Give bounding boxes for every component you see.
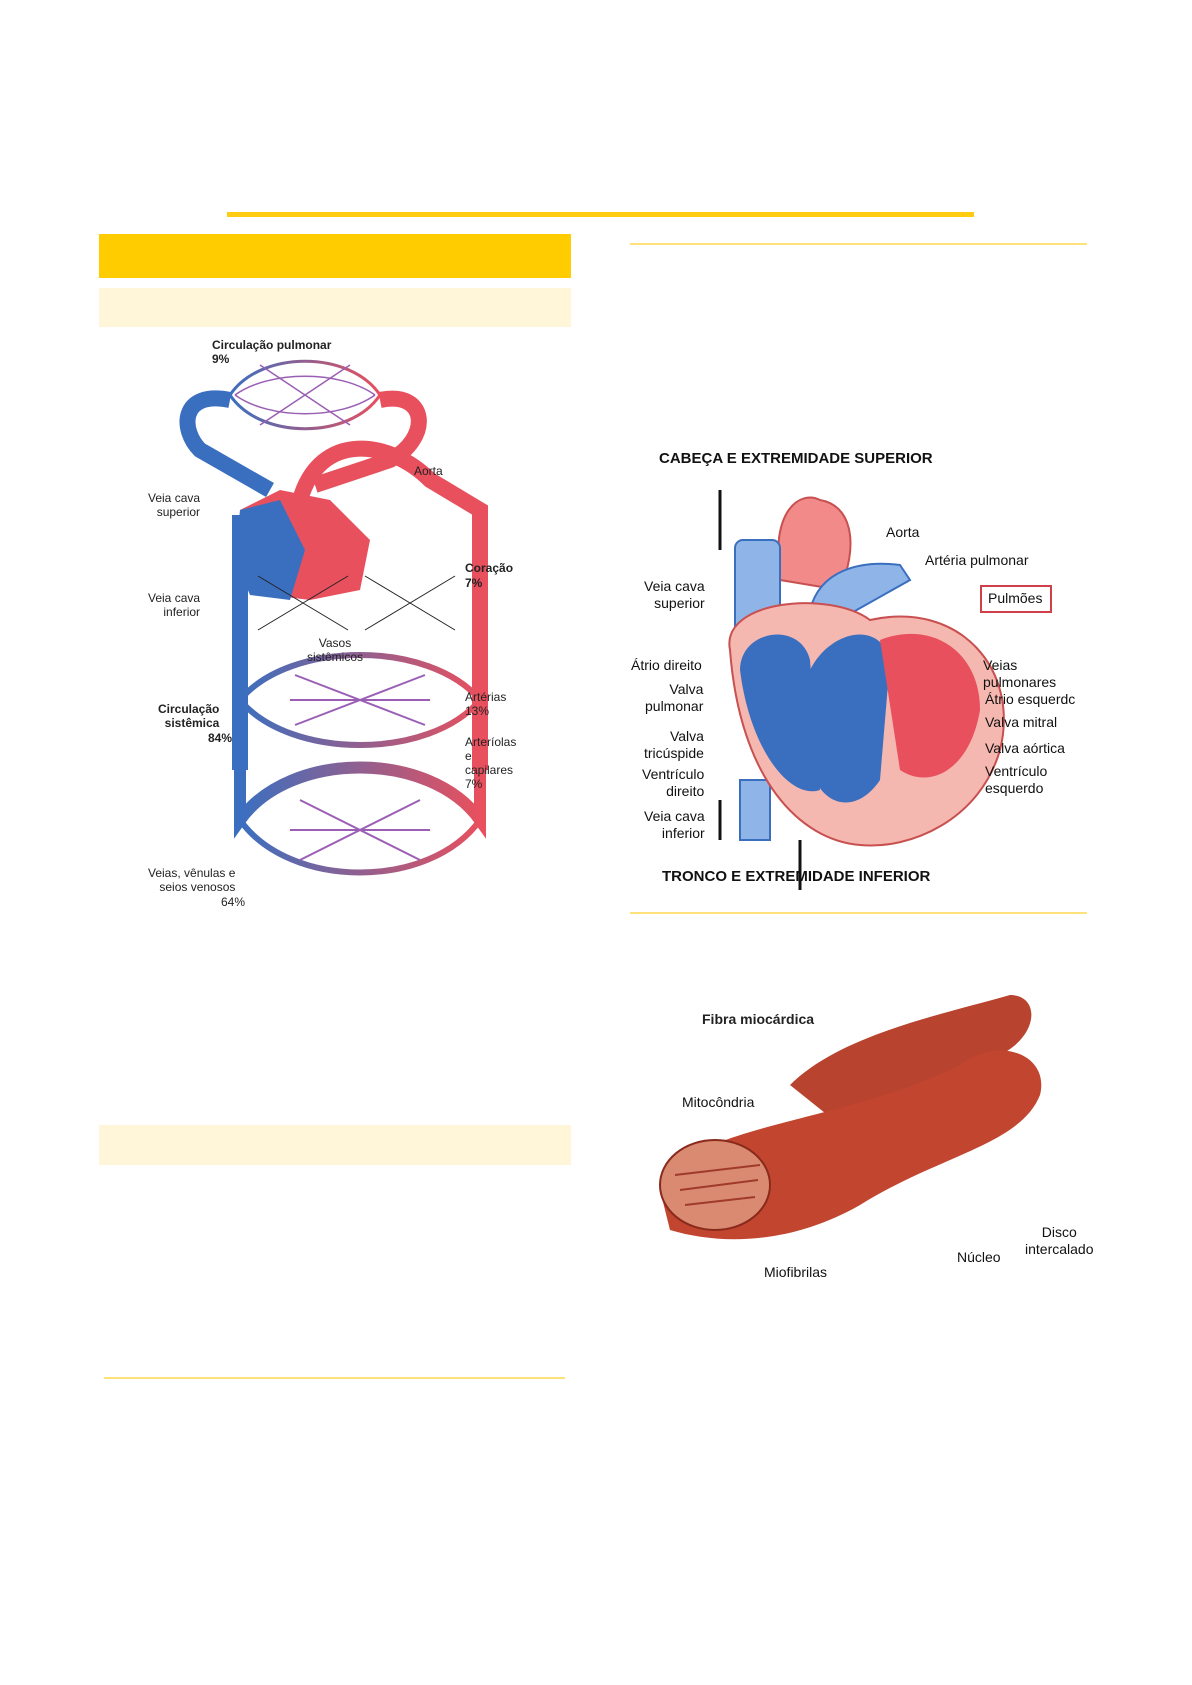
fig2-valva-pulm-label: Valva pulmonar — [645, 681, 704, 714]
fig2-valva-aort-label: Valva aórtica — [985, 740, 1065, 756]
fig1-circ-sist-label: Circulação sistêmica — [158, 702, 220, 730]
circulation-diagram — [179, 359, 488, 876]
fig2-top-label: CABEÇA E EXTREMIDADE SUPERIOR — [659, 450, 933, 467]
fig1-arteriolas-label: Arteríolas e capilares 7% — [465, 735, 517, 791]
fig2-atrio-esq-label: Átrio esquerdc — [985, 691, 1076, 707]
pulmoes-box: Pulmões — [980, 585, 1052, 613]
fig2-pulmoes-label: Pulmões — [988, 590, 1043, 606]
fig1-title-pct: 9% — [212, 352, 230, 366]
left-bottom-rule — [104, 1377, 565, 1379]
fig1-coracao-pct: 7% — [465, 576, 483, 590]
fig2-vent-dir-label: Ventrículo direito — [642, 766, 705, 799]
fig1-vci-label: Veia cava inferior — [148, 591, 201, 619]
fig2-arteria-pulm-label: Artéria pulmonar — [925, 552, 1029, 568]
fig3-disco-label: Disco intercalado — [1025, 1224, 1094, 1257]
fig1-vcs-label: Veia cava superior — [148, 491, 201, 519]
fig3-title: Fibra miocárdica — [702, 1011, 815, 1027]
fig3-nucleo-label: Núcleo — [957, 1249, 1001, 1265]
fig2-vent-esq-label: Ventrículo esquerdo — [985, 763, 1048, 796]
fig3-miofibrilas-label: Miofibrilas — [764, 1264, 828, 1280]
fig1-veias-label: Veias, vênulas e seios venosos — [148, 866, 236, 894]
myocardial-fiber-illustration — [659, 995, 1042, 1240]
fig1-circ-sist-pct: 84% — [208, 731, 233, 745]
fig1-title: Circulação pulmonar — [212, 338, 332, 352]
fig3-mitocondria-label: Mitocôndria — [682, 1094, 755, 1110]
fig2-bottom-label: TRONCO E EXTREMIDADE INFERIOR — [662, 868, 931, 885]
section-title-bar — [99, 234, 571, 278]
heart-diagram — [718, 490, 1005, 890]
circulation-figure — [140, 330, 530, 910]
fig2-vcs-label: Veia cava superior — [644, 578, 705, 611]
right-mid-rule — [630, 912, 1087, 914]
fig1-coracao-label: Coração — [465, 561, 514, 575]
fig2-aorta-label: Aorta — [886, 524, 920, 540]
right-top-rule — [630, 243, 1087, 245]
fig2-valva-tric-label: Valva tricúspide — [644, 728, 704, 761]
fig2-veias-pulm-label: Veias pulmonares — [983, 657, 1057, 690]
fig1-vasos-label: Vasos sistêmicos — [307, 636, 364, 664]
fig1-arterias-label: Artérias 13% — [465, 690, 507, 718]
fig2-valva-mitral-label: Valva mitral — [985, 714, 1058, 730]
fig1-aorta-label: Aorta — [414, 464, 443, 478]
fig2-vci-label: Veia cava inferior — [644, 808, 705, 841]
fig1-veias-pct: 64% — [221, 895, 246, 909]
subsection-bar-2 — [99, 1125, 571, 1165]
header-rule — [227, 212, 974, 217]
myocardial-fiber-figure — [640, 975, 1100, 1275]
subsection-bar-1 — [99, 288, 571, 327]
fig2-atrio-dir-label: Átrio direito — [631, 657, 702, 673]
heart-figure — [630, 450, 1087, 890]
